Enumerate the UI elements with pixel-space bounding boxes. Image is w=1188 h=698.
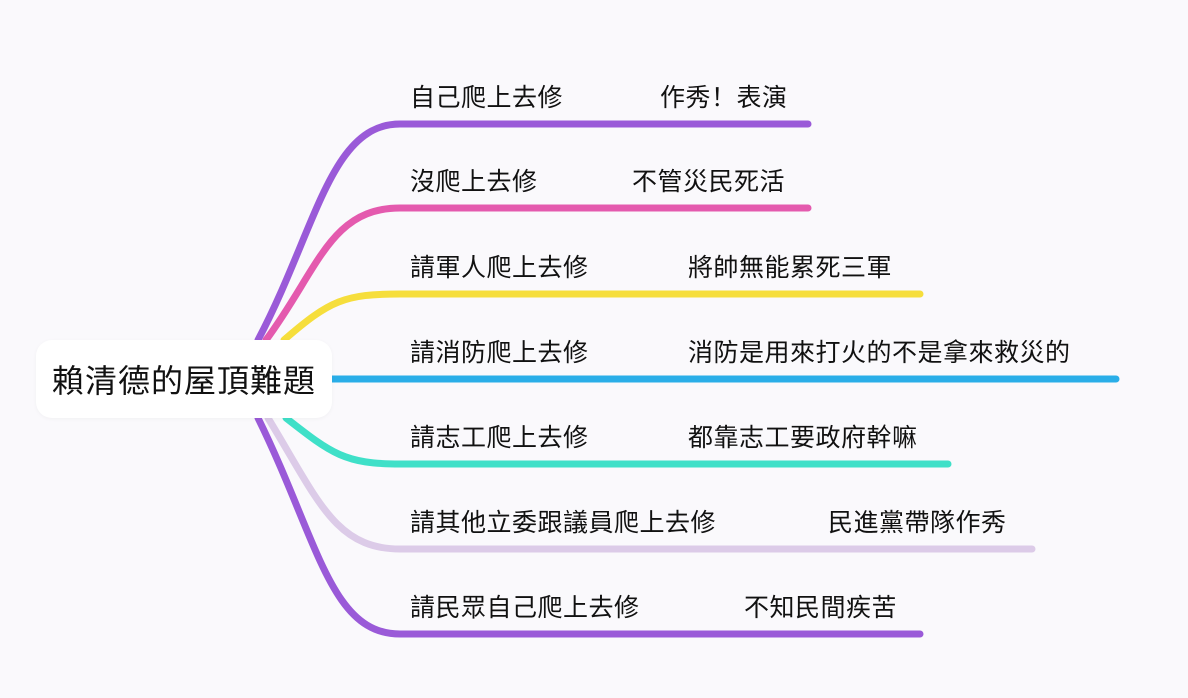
- branch-action-5[interactable]: 請志工爬上去修: [410, 423, 589, 452]
- branch-verdict-6[interactable]: 民進黨帶隊作秀: [828, 508, 1007, 537]
- branch-action-6[interactable]: 請其他立委跟議員爬上去修: [410, 508, 717, 537]
- branch-verdict-4[interactable]: 消防是用來打火的不是拿來救災的: [688, 338, 1071, 367]
- branch-connector-2: [262, 204, 812, 344]
- branch-connector-1: [254, 120, 812, 344]
- branch-action-2[interactable]: 沒爬上去修: [410, 167, 538, 196]
- branch-action-3[interactable]: 請軍人爬上去修: [410, 253, 589, 282]
- branch-verdict-5[interactable]: 都靠志工要政府幹嘛: [688, 423, 918, 452]
- branch-action-4[interactable]: 請消防爬上去修: [410, 338, 589, 367]
- branch-connector-6: [264, 414, 1036, 553]
- central-topic[interactable]: 賴清德的屋頂難題: [36, 340, 332, 418]
- central-topic-label: 賴清德的屋頂難題: [51, 362, 316, 400]
- branch-connector-7: [254, 414, 924, 638]
- branch-action-7[interactable]: 請民眾自己爬上去修: [410, 593, 640, 622]
- branch-verdict-3[interactable]: 將帥無能累死三軍: [688, 253, 893, 282]
- branch-verdict-1[interactable]: 作秀！表演: [660, 83, 788, 112]
- branch-connector-3: [280, 290, 924, 344]
- branch-connector-5: [282, 414, 952, 468]
- branch-verdict-2[interactable]: 不管災民死活: [632, 167, 786, 196]
- branch-action-1[interactable]: 自己爬上去修: [410, 83, 564, 112]
- branch-verdict-7[interactable]: 不知民間疾苦: [744, 593, 898, 622]
